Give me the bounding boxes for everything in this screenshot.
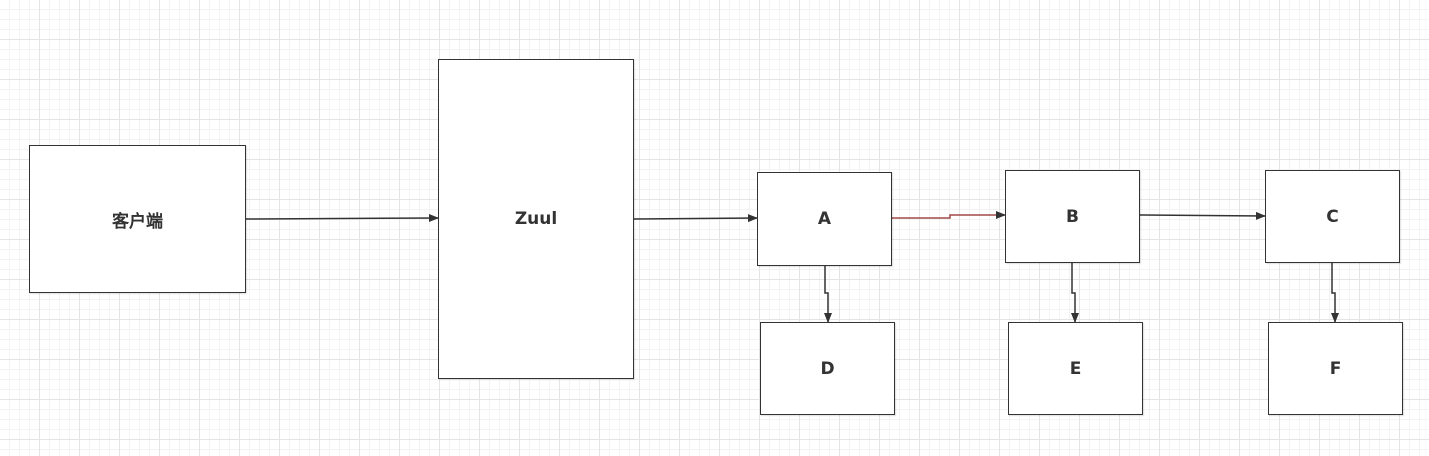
edge-c-to-f: [1331, 263, 1339, 323]
service-e-label: E: [1069, 358, 1082, 379]
service-a-node[interactable]: A: [757, 172, 892, 266]
service-b-label: B: [1066, 206, 1079, 227]
edge-a-to-b: [892, 211, 1006, 219]
zuul-node[interactable]: Zuul: [438, 59, 634, 379]
service-a-label: A: [817, 209, 832, 229]
service-d-node[interactable]: D: [760, 322, 895, 415]
edge-client-to-zuul: [245, 214, 439, 223]
edge-a-to-d: [824, 266, 832, 323]
service-f-node[interactable]: F: [1268, 322, 1403, 415]
client-node[interactable]: 客户端: [29, 145, 246, 293]
zuul-label: Zuul: [514, 209, 558, 229]
service-c-label: C: [1326, 206, 1339, 227]
service-c-node[interactable]: C: [1265, 170, 1400, 263]
service-f-label: F: [1329, 358, 1342, 379]
edge-b-to-c: [1139, 211, 1266, 220]
client-label: 客户端: [112, 211, 163, 232]
service-d-label: D: [820, 358, 835, 379]
service-e-node[interactable]: E: [1008, 322, 1143, 415]
edge-b-to-e: [1071, 263, 1079, 323]
edge-zuul-to-a: [633, 214, 758, 223]
service-b-node[interactable]: B: [1005, 170, 1140, 263]
